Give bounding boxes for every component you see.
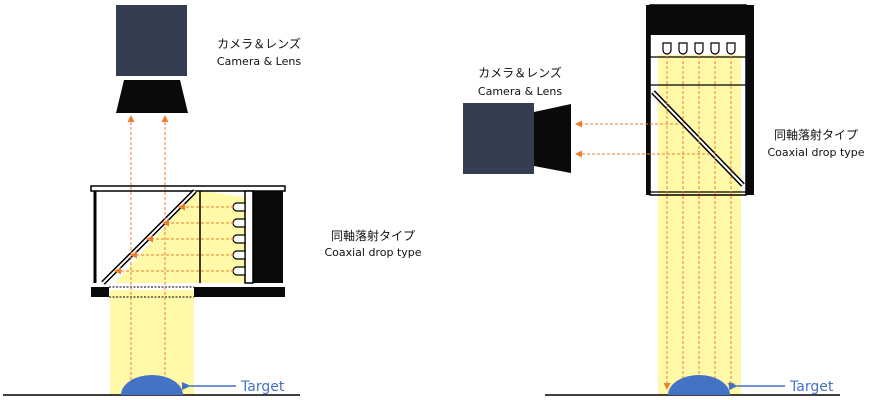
- left-unit-bottom-right: [194, 287, 285, 297]
- left-light-label-en: Coaxial drop type: [324, 246, 421, 259]
- left-unit-bottom-left: [91, 287, 109, 297]
- right-camera-body: [463, 103, 534, 174]
- right-camera-label-en: Camera & Lens: [478, 85, 562, 98]
- right-rays-horizontal: [575, 120, 710, 158]
- left-led-array: [232, 202, 246, 276]
- left-internal-light: [115, 190, 245, 283]
- left-rays-vertical: [127, 115, 169, 390]
- left-target-label: Target: [240, 379, 285, 395]
- left-led-board: [253, 191, 283, 283]
- right-camera-lens: [534, 104, 571, 173]
- right-light-label-en: Coaxial drop type: [767, 146, 864, 159]
- right-diagram: カメラ＆レンズ Camera & Lens: [463, 4, 865, 396]
- left-camera-lens: [116, 80, 188, 113]
- right-rays-vertical: [663, 56, 735, 390]
- left-camera-label-en: Camera & Lens: [217, 55, 301, 68]
- right-light-label-jp: 同軸落射タイプ: [774, 127, 858, 142]
- right-target: [668, 375, 730, 395]
- right-target-label: Target: [789, 379, 834, 395]
- left-diagram: カメラ＆レンズ Camera & Lens: [3, 5, 422, 396]
- left-rays-led: [114, 203, 234, 275]
- left-unit-top-plate: [90, 185, 286, 192]
- right-camera-label-jp: カメラ＆レンズ: [478, 65, 562, 80]
- left-target: [121, 375, 183, 395]
- left-camera-body: [116, 5, 187, 76]
- right-led-array: [662, 42, 736, 55]
- left-camera-label-jp: カメラ＆レンズ: [217, 36, 301, 51]
- left-light-label-jp: 同軸落射タイプ: [331, 228, 415, 243]
- right-led-board: [650, 5, 746, 35]
